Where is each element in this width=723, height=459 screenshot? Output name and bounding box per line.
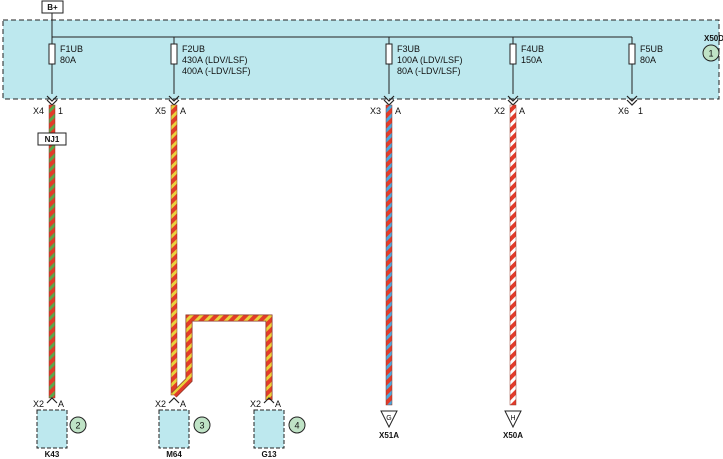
svg-text:K43: K43 [45, 450, 60, 459]
svg-text:H: H [510, 415, 515, 422]
wire-red-yellow [170, 104, 273, 400]
svg-text:X2: X2 [33, 399, 44, 409]
svg-text:G13: G13 [261, 450, 277, 459]
svg-text:2: 2 [75, 421, 80, 431]
svg-text:F1UB: F1UB [60, 44, 83, 54]
svg-text:X5: X5 [155, 106, 166, 116]
ground-x50a: H X50A [503, 410, 523, 440]
svg-text:80A: 80A [60, 55, 76, 65]
svg-text:X2: X2 [155, 399, 166, 409]
wire-red-blue [385, 104, 393, 406]
component-k43: X2 A K43 [33, 397, 68, 459]
svg-text:X6: X6 [618, 106, 629, 116]
fuse-f3ub: F3UB 100A (LDV/LSF) 80A (-LDV/LSF) [385, 37, 463, 94]
fuse-f2ub: F2UB 430A (LDV/LSF) 400A (-LDV/LSF) [170, 37, 251, 94]
fuse-f1ub: F1UB 80A [48, 37, 83, 94]
svg-text:A: A [275, 399, 281, 409]
fuse-f4ub: F4UB 150A [509, 37, 544, 94]
svg-text:X2: X2 [250, 399, 261, 409]
supply-terminal: B+ [41, 0, 64, 14]
svg-text:F2UB: F2UB [182, 44, 205, 54]
svg-text:150A: 150A [521, 55, 542, 65]
svg-text:1: 1 [638, 106, 643, 116]
badge-3: 3 [193, 416, 211, 434]
fuse-box [2, 19, 720, 100]
svg-text:A: A [58, 399, 64, 409]
wire-red-white [509, 104, 517, 406]
svg-text:M64: M64 [166, 450, 182, 459]
svg-text:80A: 80A [640, 55, 656, 65]
svg-text:A: A [519, 106, 525, 116]
svg-text:A: A [395, 106, 401, 116]
svg-text:F3UB: F3UB [397, 44, 420, 54]
fuse-box-badge: 1 [702, 44, 720, 62]
splice-nj1: NJ1 [37, 132, 67, 146]
ground-x51a: G X51A [379, 410, 399, 440]
svg-text:80A (-LDV/LSF): 80A (-LDV/LSF) [397, 66, 461, 76]
svg-text:NJ1: NJ1 [45, 135, 60, 144]
fuse-f5ub: F5UB 80A [628, 37, 663, 94]
fuse-box-label: X50D [704, 34, 723, 43]
connector-x6: X6 1 [618, 95, 643, 116]
svg-text:1: 1 [708, 49, 713, 59]
svg-text:B+: B+ [47, 3, 58, 12]
svg-text:G: G [386, 415, 391, 422]
svg-text:4: 4 [294, 421, 299, 431]
svg-text:X50A: X50A [503, 431, 523, 440]
svg-text:400A (-LDV/LSF): 400A (-LDV/LSF) [182, 66, 251, 76]
badge-2: 2 [69, 416, 87, 434]
svg-text:X2: X2 [494, 106, 505, 116]
svg-text:F5UB: F5UB [640, 44, 663, 54]
svg-text:100A (LDV/LSF): 100A (LDV/LSF) [397, 55, 463, 65]
svg-text:F4UB: F4UB [521, 44, 544, 54]
svg-text:1: 1 [58, 106, 63, 116]
svg-text:3: 3 [199, 421, 204, 431]
svg-text:430A (LDV/LSF): 430A (LDV/LSF) [182, 55, 248, 65]
component-m64: X2 A M64 [155, 397, 190, 459]
svg-text:A: A [180, 106, 186, 116]
svg-text:X3: X3 [370, 106, 381, 116]
svg-text:X51A: X51A [379, 431, 399, 440]
component-g13: X2 A G13 [250, 397, 285, 459]
svg-text:A: A [180, 399, 186, 409]
svg-text:X4: X4 [33, 106, 44, 116]
badge-4: 4 [288, 416, 306, 434]
wire-red-green [48, 104, 56, 399]
